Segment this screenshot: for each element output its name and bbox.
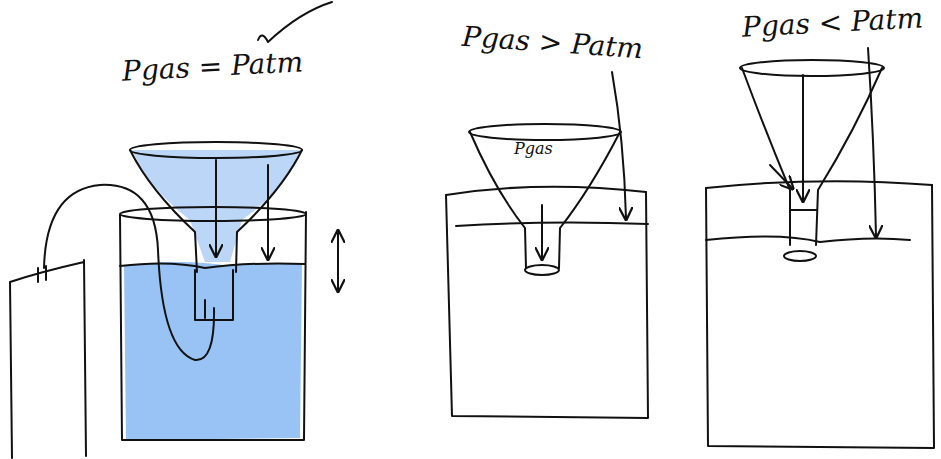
- funnel-gas-label: Pgas: [514, 140, 553, 158]
- height-arrow: [337, 232, 339, 290]
- funnel: [130, 150, 302, 272]
- water-surface: [706, 236, 910, 242]
- pressure-arrow: [802, 75, 804, 200]
- check-stroke: [258, 2, 332, 42]
- gas-bubble: [525, 265, 559, 275]
- pressure-label: Pgas < Patm: [741, 3, 924, 43]
- beaker-rim: [120, 207, 306, 221]
- funnel: [470, 132, 620, 268]
- beaker: [120, 212, 306, 440]
- water-surface: [120, 263, 305, 268]
- funnel-stem: [195, 270, 233, 320]
- water-fill: [124, 262, 302, 440]
- funnel-mouth: [740, 60, 884, 76]
- funnel-mouth: [130, 142, 302, 158]
- pressure-label: Pgas = Patm: [121, 47, 304, 87]
- water-surface: [456, 222, 648, 226]
- panel-less: [706, 48, 934, 448]
- beaker: [446, 192, 648, 418]
- pressure-label: Pgas > Patm: [461, 22, 644, 65]
- beaker-rim: [446, 187, 646, 195]
- panel-greater: [446, 72, 648, 418]
- pressure-arrow: [267, 165, 269, 258]
- pressure-arrow: [541, 205, 543, 258]
- beaker: [706, 185, 934, 448]
- pressure-arrow: [770, 165, 792, 188]
- panel-equal: [10, 142, 338, 458]
- gas-bubble: [784, 251, 816, 261]
- funnel: [742, 68, 882, 245]
- gas-reservoir: [10, 260, 86, 458]
- pressure-arrow: [612, 72, 626, 218]
- pressure-arrow: [215, 160, 217, 255]
- funnel-mouth: [469, 124, 621, 140]
- pressure-arrow: [868, 48, 876, 236]
